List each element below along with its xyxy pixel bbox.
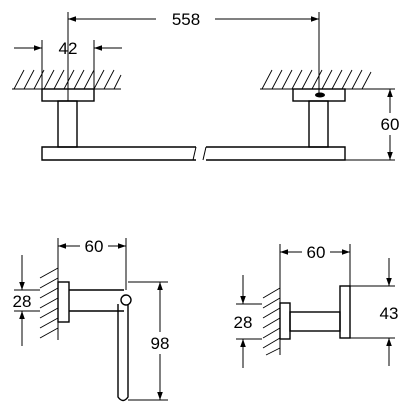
paper-holder-wall-hatch <box>39 265 59 340</box>
wall-hatch-left <box>12 69 122 90</box>
dimension-98-holder: 98 <box>128 281 174 401</box>
dimension-label-558: 558 <box>172 10 200 29</box>
paper-holder-arm <box>69 289 132 312</box>
paper-holder-rosette <box>57 281 70 323</box>
dimension-558: 558 <box>67 10 320 101</box>
dimension-label-28: 28 <box>13 292 32 311</box>
robe-hook-end-cap <box>339 285 351 339</box>
dimension-label-42: 42 <box>59 39 78 58</box>
towel-bar-view: 558 42 60 <box>12 10 403 161</box>
dimension-60-bar: 60 <box>345 88 403 161</box>
dimension-label-60: 60 <box>381 115 400 134</box>
dimension-label-60: 60 <box>85 237 104 256</box>
dimension-28-holder: 28 <box>13 255 40 346</box>
dimension-42: 42 <box>14 39 122 89</box>
dimension-60-hook: 60 <box>279 243 351 286</box>
robe-hook-view: 60 28 43 <box>234 243 398 368</box>
dimension-label-60: 60 <box>307 243 326 262</box>
paper-holder-view: 60 28 98 <box>13 237 174 402</box>
dimension-label-28: 28 <box>234 313 253 332</box>
wall-hatch-right <box>260 69 372 90</box>
towel-bar-rail <box>41 146 346 161</box>
paper-holder-rod <box>117 304 129 402</box>
robe-hook-rosette <box>279 302 291 340</box>
dimension-60-holder: 60 <box>57 237 127 290</box>
right-bracket <box>292 88 346 148</box>
robe-hook-arm <box>289 311 341 332</box>
dimension-28-hook: 28 <box>234 275 262 368</box>
dimension-label-43: 43 <box>380 304 399 323</box>
dimension-43-hook: 43 <box>350 258 398 366</box>
dimension-label-98: 98 <box>151 334 170 353</box>
robe-hook-wall-hatch <box>262 285 281 356</box>
